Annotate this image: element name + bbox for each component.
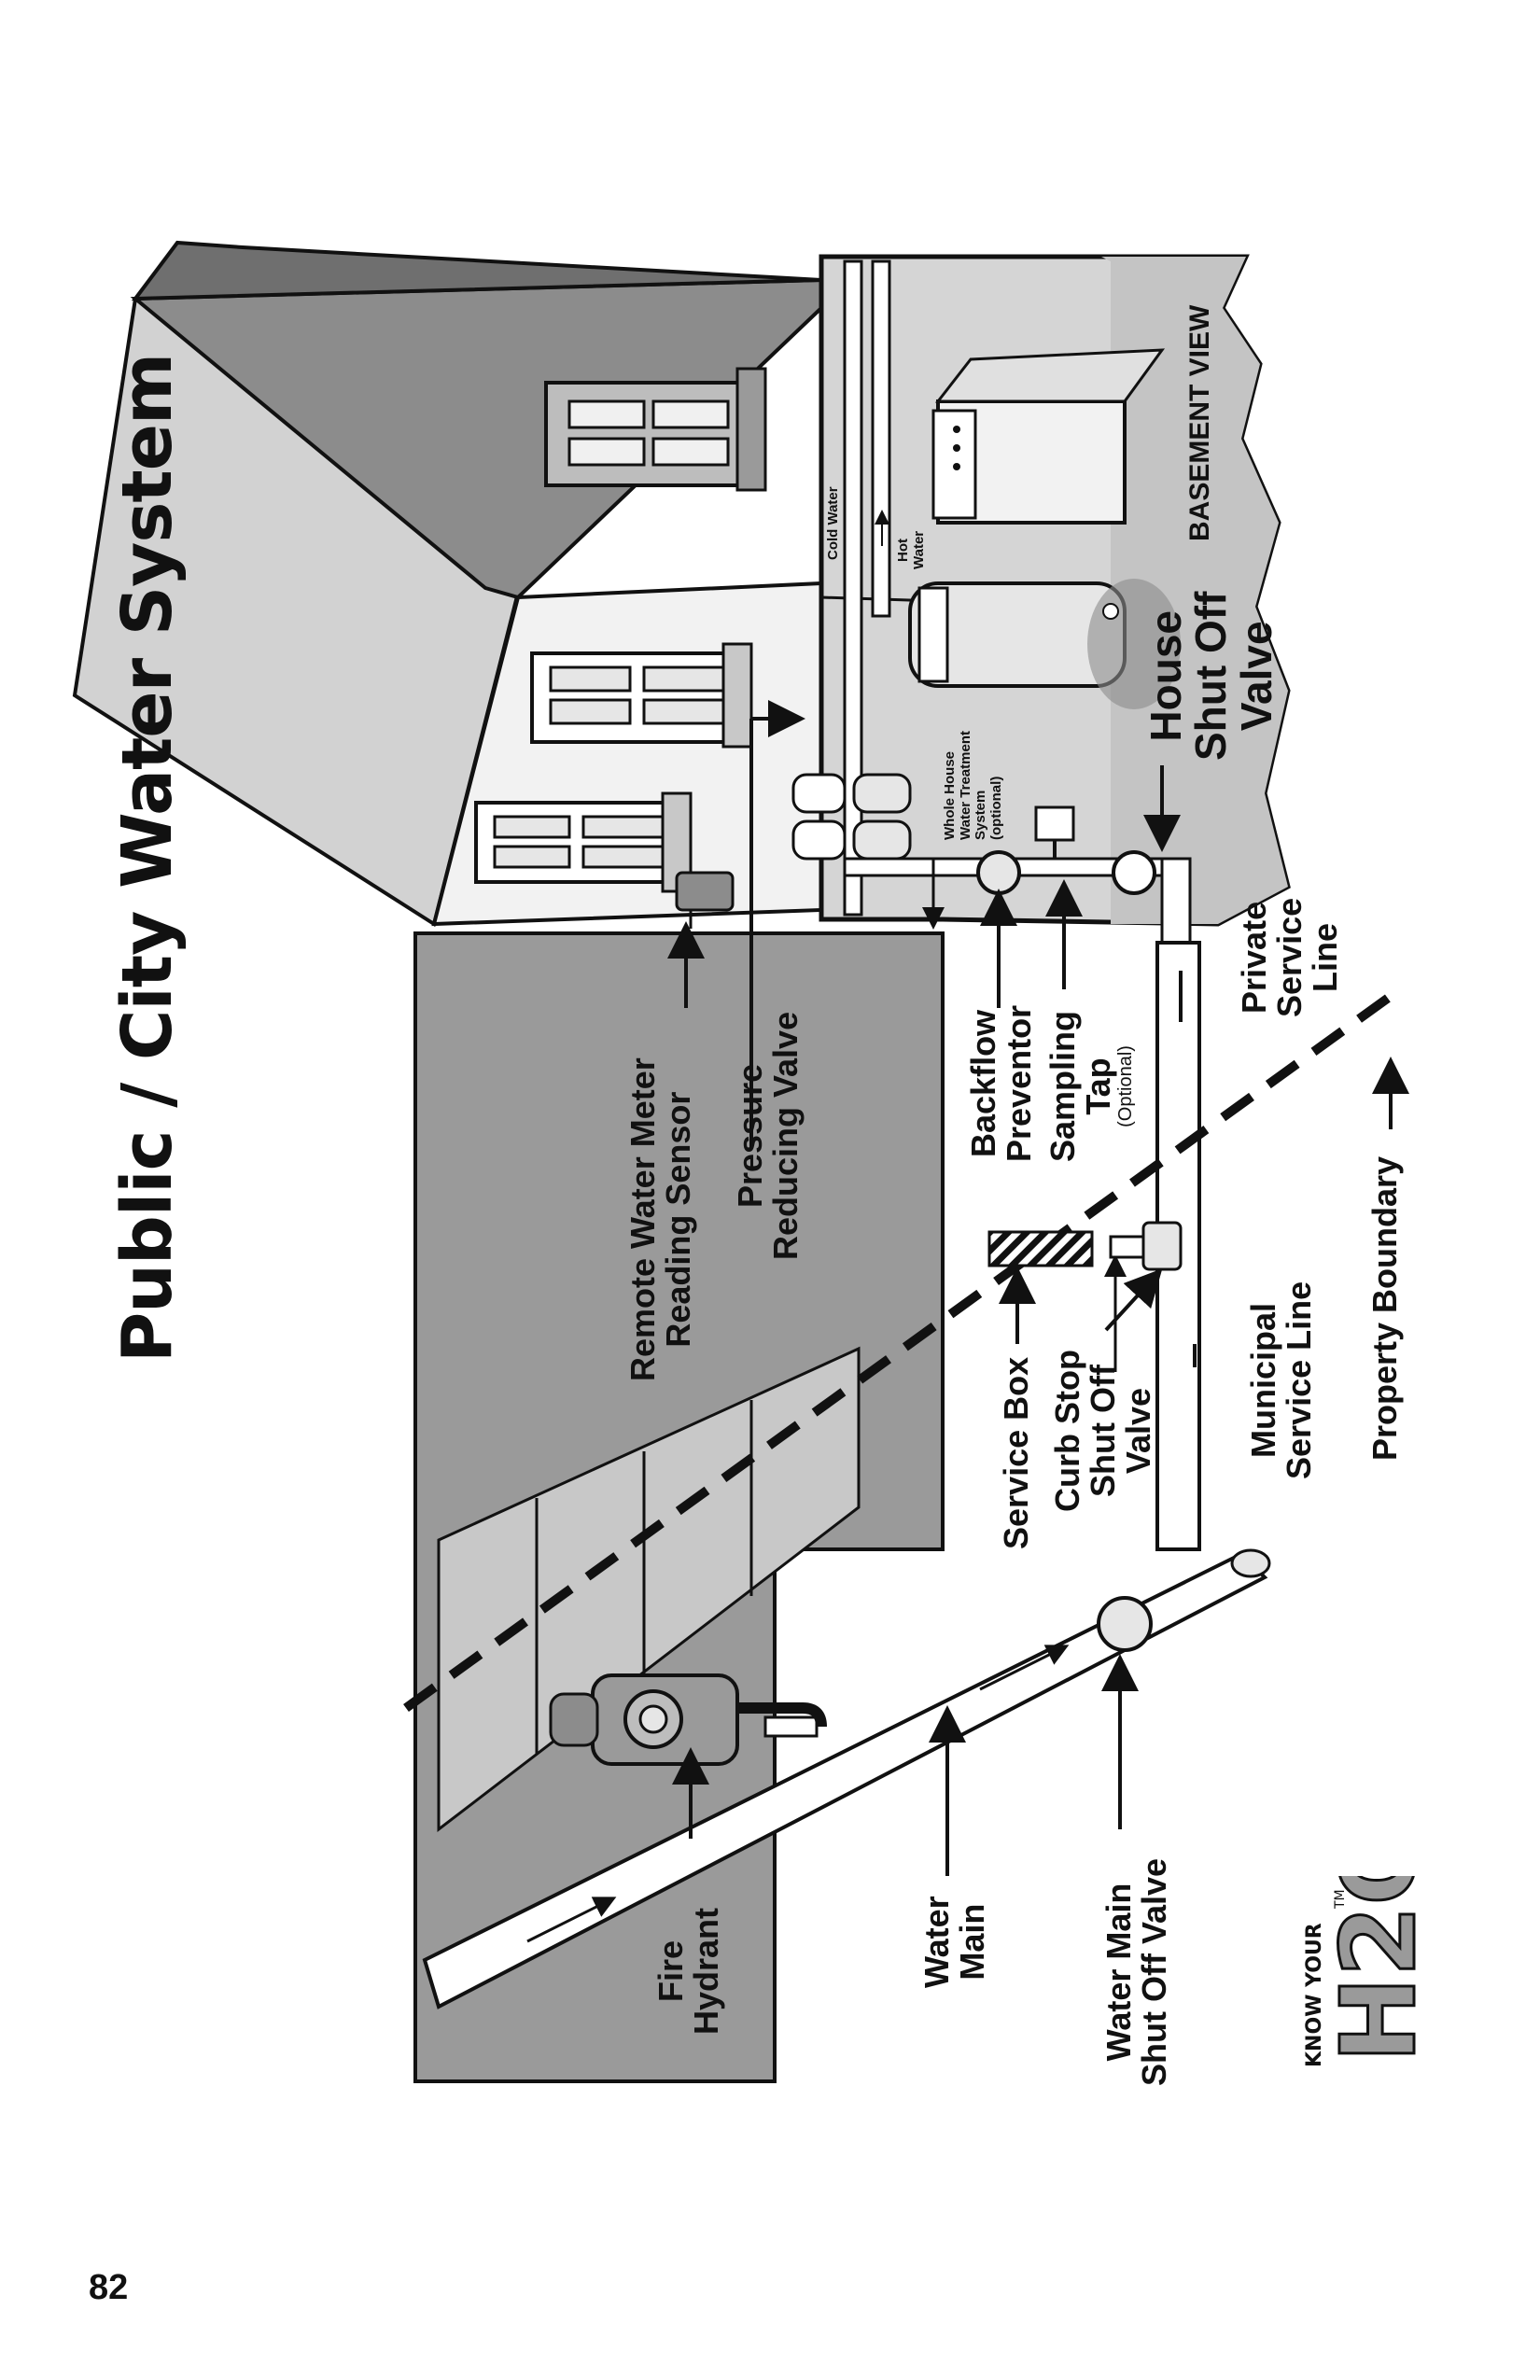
backflow-preventor-valve: [976, 850, 1021, 895]
fire-hydrant: [549, 1673, 827, 1766]
service-box: [987, 1230, 1094, 1267]
basement-cutaway: [791, 254, 1291, 945]
washing-machine: [931, 348, 1166, 525]
page-title: Public / City Water System: [107, 353, 188, 1363]
property-boundary-label: Property Boundary: [1365, 1155, 1404, 1461]
sampling-tap-fixture: [1034, 805, 1075, 859]
remote-meter-sensor: [675, 871, 735, 929]
gable-window: [544, 367, 767, 492]
know-your-h2o-logo: KNOW YOUR H2O TM: [1251, 1816, 1475, 2100]
property-boundary-line: [403, 985, 1403, 1713]
cold-water-label: Cold Water: [825, 486, 841, 560]
basement-view-caption: BASEMENT VIEW: [1184, 304, 1215, 541]
service-box-label: Service Box: [997, 1356, 1035, 1549]
house-shutoff-valve: [1112, 850, 1156, 895]
water-main-pipe: [422, 1548, 1271, 2009]
logo-tm: TM: [1333, 1889, 1348, 1910]
logo-mark: KNOW YOUR H2O TM: [1303, 1816, 1440, 2067]
upper-window: [530, 642, 753, 749]
treatment-tanks: [791, 773, 912, 861]
logo-top-text: KNOW YOUR: [1303, 1923, 1326, 2067]
lower-window: [474, 791, 693, 893]
sidewalk: [437, 1346, 861, 1833]
water-heater: [908, 579, 1181, 709]
main-shutoff-valve: [1097, 1596, 1153, 1652]
callout-lines: [667, 700, 1409, 1876]
curb-stop-fixture: [1109, 1221, 1183, 1271]
page-number: 82: [89, 2268, 129, 2307]
